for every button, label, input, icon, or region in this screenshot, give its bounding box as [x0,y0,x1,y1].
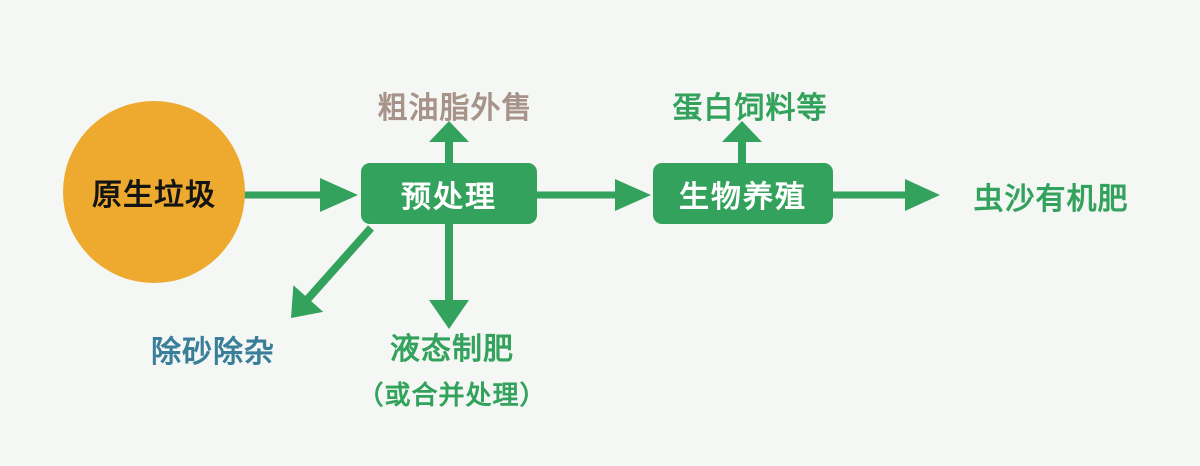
arrow-pretreatment-to-crude-oil [429,121,469,164]
arrow-pretreatment-to-breeding [537,179,651,211]
label-liquid-fertilizer-line2: （或合并处理） [357,380,547,410]
node-pretreatment: 预处理 [361,163,537,224]
label-crude-oil: 粗油脂外售 [377,92,533,125]
arrow-source-to-pretreatment [244,178,358,212]
node-source-label: 原生垃圾 [92,179,216,212]
label-liquid-fertilizer-line1: 液态制肥 [389,333,514,366]
node-source: 原生垃圾 [63,101,245,283]
label-sand-removal: 除砂除杂 [151,336,275,369]
node-pretreatment-label: 预处理 [401,180,497,214]
arrow-breeding-to-insect-sand [833,179,940,211]
label-liquid-fertilizer: 液态制肥 （或合并处理） [357,324,546,412]
arrow-breeding-to-protein-feed [722,121,762,164]
arrow-pretreatment-to-sand-removal [291,225,374,318]
label-protein-feed: 蛋白饲料等 [672,92,828,125]
node-breeding-label: 生物养殖 [679,180,807,214]
label-insect-sand-fertilizer: 虫沙有机肥 [973,183,1129,216]
arrow-pretreatment-to-liquid-fertilizer [429,224,469,329]
node-breeding: 生物养殖 [653,163,833,224]
